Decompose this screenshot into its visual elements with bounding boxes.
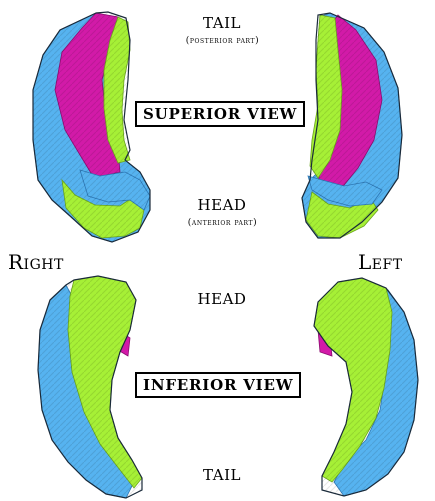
superior-tail-label: TAIL — [182, 14, 262, 32]
superior-tail-sublabel: (posterior part) — [150, 36, 295, 46]
left-side-label: Left — [358, 250, 403, 274]
inferior-left-hippocampus — [314, 278, 418, 496]
inferior-right-hippocampus — [38, 276, 142, 498]
superior-head-sublabel: (anterior part) — [150, 218, 295, 228]
inferior-view-box: INFERIOR VIEW — [135, 372, 301, 398]
superior-left-hippocampus — [302, 13, 402, 238]
inferior-tail-label: TAIL — [182, 466, 262, 484]
superior-view-box: SUPERIOR VIEW — [135, 101, 305, 127]
inferior-head-label: HEAD — [182, 290, 262, 308]
right-side-label: Right — [8, 250, 64, 274]
superior-right-hippocampus — [33, 12, 150, 242]
superior-head-label: HEAD — [182, 196, 262, 214]
